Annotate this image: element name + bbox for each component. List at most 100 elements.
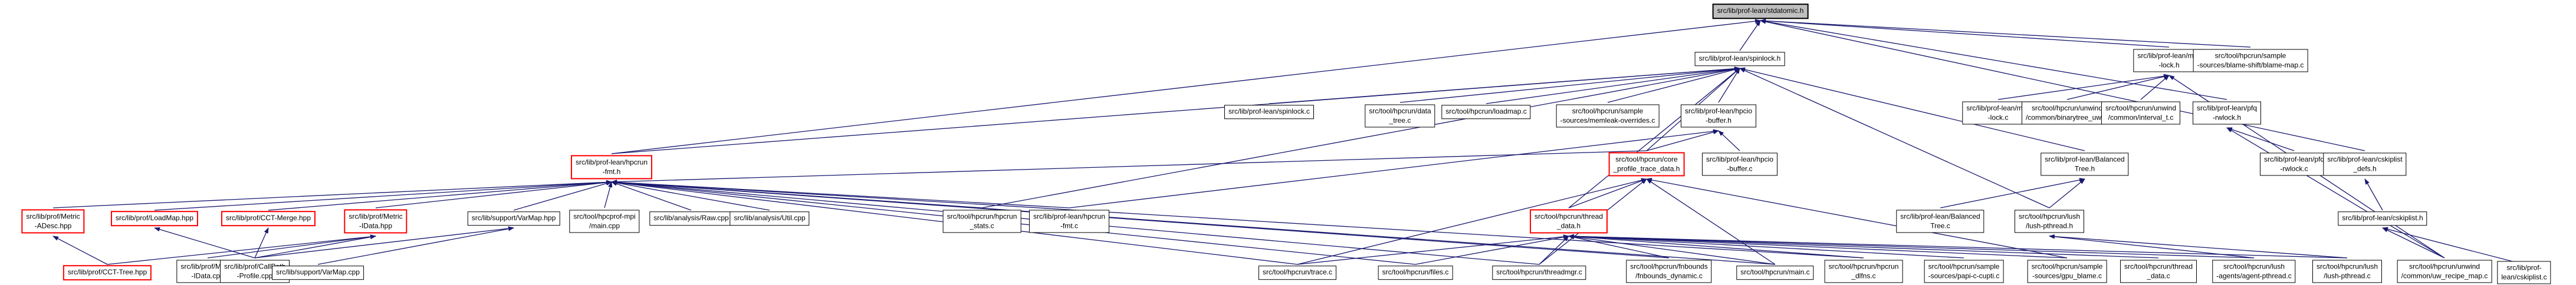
- include-edge-binarytree_uwi_c-to-mcs_lock_h: [2066, 74, 2170, 100]
- graph-node-balancedtree_c[interactable]: src/lib/prof-lean/Balanced Tree.c: [1896, 210, 1984, 233]
- graph-node-files_c[interactable]: src/tool/hpcrun/files.c: [1378, 266, 1453, 280]
- include-edge-hpcprof_mpi_main_cpp-to-hpcrun_fmt_h: [604, 181, 613, 208]
- include-edge-util_cpp-to-hpcrun_fmt_h: [611, 180, 770, 211]
- graph-node-cct_merge_hpp[interactable]: src/lib/prof/CCT-Merge.hpp: [221, 211, 316, 226]
- include-edge-cct_tree_hpp-to-metric_idata_hpp: [107, 234, 376, 265]
- graph-node-cskiplist_defs_h[interactable]: src/lib/prof-lean/cskiplist _defs.h: [2323, 153, 2407, 176]
- include-edge-balancedtree_c-to-balancedtree_h: [1940, 178, 2085, 208]
- graph-node-hpcrun_fmt_c[interactable]: src/lib/prof-lean/hpcrun -fmt.c: [1029, 210, 1110, 233]
- include-edge-threadmgr_c-to-thread_data_h: [1539, 236, 1569, 265]
- include-edge-callpath_profile_cpp-to-metric_idata_hpp: [254, 234, 376, 259]
- graph-node-hpcrun_fmt_h[interactable]: src/lib/prof-lean/hpcrun -fmt.h: [570, 155, 653, 180]
- graph-node-fnbounds_dynamic_c[interactable]: src/tool/hpcrun/fnbounds /fnbounds_dynam…: [1626, 260, 1712, 283]
- include-edge-mcs_lock_c-to-mcs_lock_h: [1997, 74, 2170, 100]
- graph-node-core_profile_trace_data_h[interactable]: src/tool/hpcrun/core _profile_trace_data…: [1608, 152, 1685, 177]
- include-edge-hpcio_buffer_c-to-hpcio_buffer_h: [1718, 130, 1740, 151]
- include-edge-data_tree_c-to-spinlock_h: [1399, 67, 1740, 103]
- include-edge-callpath_profile_cpp-to-cct_merge_hpp: [254, 227, 269, 259]
- graph-node-uw_recipe_map_c[interactable]: src/tool/hpcrun/unwind /common/uw_recipe…: [2397, 260, 2492, 283]
- include-edge-lush_pthread_c-to-lush_pthread_h: [2049, 234, 2348, 259]
- include-edge-fnbounds_dynamic_c-to-thread_data_h: [1568, 235, 1670, 259]
- include-edge-varmap_hpp-to-hpcrun_fmt_h: [513, 181, 612, 211]
- include-edge-trace_c-to-thread_data_h: [1297, 234, 1569, 265]
- graph-node-pfq_rwlock_h[interactable]: src/lib/prof-lean/pfq -rwlock.h: [2192, 101, 2262, 125]
- include-edge-hpcrun_fmt_h-to-stdatomic_h: [611, 19, 1761, 154]
- graph-node-thread_data_c[interactable]: src/tool/hpcrun/thread _data.c: [2120, 260, 2197, 283]
- graph-node-lush_pthread_c[interactable]: src/tool/hpcrun/lush /lush-pthread.c: [2312, 260, 2383, 283]
- include-edge-callpath_profile_cpp-to-loadmap_hpp: [154, 227, 255, 259]
- include-edge-cskiplist_c-to-cskiplist_h: [2382, 227, 2525, 265]
- graph-node-lush_pthread_h[interactable]: src/tool/hpcrun/lush /lush-pthread.h: [2014, 210, 2085, 233]
- include-edge-raw_cpp-to-hpcrun_fmt_h: [611, 181, 692, 211]
- graph-node-blame_map_c[interactable]: src/tool/hpcrun/sample -sources/blame-sh…: [2193, 49, 2308, 72]
- include-edge-files_c-to-thread_data_h: [1415, 234, 1569, 265]
- include-edge-hpcrun_fmt_h-to-spinlock_h: [611, 66, 1740, 154]
- graph-node-metric_idata_hpp[interactable]: src/lib/prof/Metric -IData.hpp: [344, 209, 408, 234]
- graph-node-util_cpp[interactable]: src/lib/analysis/Util.cpp: [730, 211, 810, 226]
- include-edge-cskiplist_defs_h-to-stdatomic_h: [1760, 19, 2365, 151]
- graph-node-papi_c_cupti_c[interactable]: src/tool/hpcrun/sample -sources/papi-c-c…: [1924, 260, 2004, 283]
- include-edge-spinlock_h-to-stdatomic_h: [1739, 20, 1761, 51]
- graph-node-agent_pthread_c[interactable]: src/tool/hpcrun/lush -agents/agent-pthre…: [2212, 260, 2296, 283]
- graph-node-memleak_overrides_c[interactable]: src/tool/hpcrun/sample -sources/memleak-…: [1556, 104, 1660, 128]
- graph-node-hpcio_buffer_h[interactable]: src/lib/prof-lean/hpcio -buffer.h: [1680, 104, 1757, 128]
- include-edge-callpath_profile_cpp-to-varmap_hpp: [254, 226, 514, 259]
- include-edge-metric_idata_cpp-to-metric_idata_hpp: [207, 234, 376, 259]
- include-edge-balancedtree_h-to-spinlock_h: [1739, 67, 2085, 151]
- graph-node-spinlock_h[interactable]: src/lib/prof-lean/spinlock.h: [1694, 52, 1785, 66]
- graph-node-loadmap_hpp[interactable]: src/lib/prof/LoadMap.hpp: [110, 211, 199, 226]
- include-edge-cct_merge_hpp-to-hpcrun_fmt_h: [268, 180, 612, 211]
- include-edge-agent_pthread_c-to-lush_pthread_h: [2049, 234, 2255, 259]
- graph-node-binarytree_uwi_c[interactable]: src/tool/hpcrun/unwind /common/binarytre…: [2021, 101, 2113, 125]
- include-edge-hpcrun_fmt_c-to-hpcio_buffer_h: [1069, 129, 1719, 208]
- graph-node-cskiplist_c[interactable]: src/lib/prof-lean/cskiplist.c: [2497, 261, 2551, 284]
- include-edge-hpcrun_dlfns_c-to-hpcrun_fmt_h: [611, 180, 1864, 259]
- graph-node-thread_data_h[interactable]: src/tool/hpcrun/thread _data.h: [1529, 209, 1608, 234]
- include-edge-interval_t_c-to-mcs_lock_h: [2140, 75, 2170, 100]
- include-edge-uw_recipe_map_c-to-cskiplist_h: [2382, 227, 2445, 259]
- include-edge-agent_pthread_c-to-thread_data_h: [1568, 234, 2255, 259]
- include-edge-trace_c-to-core_profile_trace_data_h: [1297, 178, 1647, 265]
- include-edge-cct_tree_hpp-to-metric_adesc_hpp: [52, 236, 108, 265]
- graph-node-raw_cpp[interactable]: src/lib/analysis/Raw.cpp: [649, 211, 733, 226]
- include-edge-pfq_rwlock_h-to-stdatomic_h: [1760, 19, 2227, 100]
- include-edge-metric_idata_hpp-to-hpcrun_fmt_h: [375, 180, 612, 208]
- include-edge-thread_data_c-to-thread_data_h: [1568, 234, 2159, 259]
- graph-node-metric_adesc_hpp[interactable]: src/lib/prof/Metric -ADesc.hpp: [21, 209, 85, 234]
- include-edge-hpcio_buffer_h-to-spinlock_h: [1718, 68, 1740, 103]
- include-edge-loadmap_hpp-to-hpcrun_fmt_h: [154, 180, 612, 211]
- graph-node-hpcprof_mpi_main_cpp[interactable]: src/tool/hpcprof-mpi /main.cpp: [569, 210, 640, 233]
- include-edge-memleak_overrides_c-to-spinlock_h: [1607, 67, 1740, 103]
- graph-node-pfq_rwlock_c[interactable]: src/lib/prof-lean/pfq -rwlock.c: [2259, 153, 2329, 176]
- graph-node-hpcrun_dlfns_c[interactable]: src/tool/hpcrun/hpcrun _dlfns.c: [1824, 260, 1903, 283]
- include-edge-hpcrun_dlfns_c-to-thread_data_h: [1568, 234, 1864, 259]
- graph-node-spinlock_c[interactable]: src/lib/prof-lean/spinlock.c: [1224, 105, 1315, 119]
- graph-node-gpu_blame_c[interactable]: src/tool/hpcrun/sample -sources/gpu_blam…: [2027, 260, 2107, 283]
- graph-node-trace_c[interactable]: src/tool/hpcrun/trace.c: [1258, 266, 1337, 280]
- include-edge-mcs_lock_h-to-stdatomic_h: [1760, 18, 2170, 48]
- graph-node-cskiplist_h[interactable]: src/lib/prof-lean/cskiplist.h: [2338, 211, 2427, 226]
- include-edge-papi_c_cupti_c-to-thread_data_h: [1568, 234, 1964, 259]
- graph-node-threadmgr_c[interactable]: src/tool/hpcrun/threadmgr.c: [1492, 266, 1586, 280]
- graph-node-varmap_hpp[interactable]: src/lib/support/VarMap.hpp: [467, 211, 560, 226]
- graph-node-cct_tree_hpp[interactable]: src/lib/prof/CCT-Tree.hpp: [63, 265, 152, 280]
- graph-node-loadmap_c[interactable]: src/tool/hpcrun/loadmap.c: [1441, 105, 1531, 119]
- graph-node-hpcio_buffer_c[interactable]: src/lib/prof-lean/hpcio -buffer.c: [1701, 153, 1778, 176]
- graph-node-hpcrun_stats_c[interactable]: src/tool/hpcrun/hpcrun _stats.c: [942, 210, 1021, 233]
- graph-node-mcs_lock_h[interactable]: src/lib/prof-lean/mcs -lock.h: [2133, 49, 2205, 72]
- include-edge-main_c-to-thread_data_h: [1568, 234, 1776, 265]
- include-edge-varmap_cpp-to-varmap_hpp: [317, 227, 514, 265]
- graph-node-balancedtree_h[interactable]: src/lib/prof-lean/Balanced Tree.h: [2041, 153, 2129, 176]
- include-edge-loadmap_c-to-spinlock_h: [1486, 67, 1740, 104]
- graph-node-interval_t_c[interactable]: src/tool/hpcrun/unwind /common/interval_…: [2101, 101, 2181, 125]
- graph-node-varmap_cpp[interactable]: src/lib/support/VarMap.cpp: [272, 266, 364, 280]
- include-edge-gpu_blame_c-to-thread_data_h: [1568, 234, 2068, 259]
- graph-node-stdatomic_h: src/lib/prof-lean/stdatomic.h: [1712, 4, 1809, 19]
- include-edge-cskiplist_h-to-cskiplist_defs_h: [2364, 178, 2383, 211]
- graph-node-data_tree_c[interactable]: src/tool/hpcrun/data _tree.c: [1365, 104, 1435, 128]
- include-edge-core_profile_trace_data_h-to-hpcrun_fmt_h: [611, 150, 1647, 184]
- graph-node-main_c[interactable]: src/tool/hpcrun/main.c: [1736, 266, 1814, 280]
- include-edge-lush_pthread_h-to-spinlock_h: [1739, 68, 2050, 208]
